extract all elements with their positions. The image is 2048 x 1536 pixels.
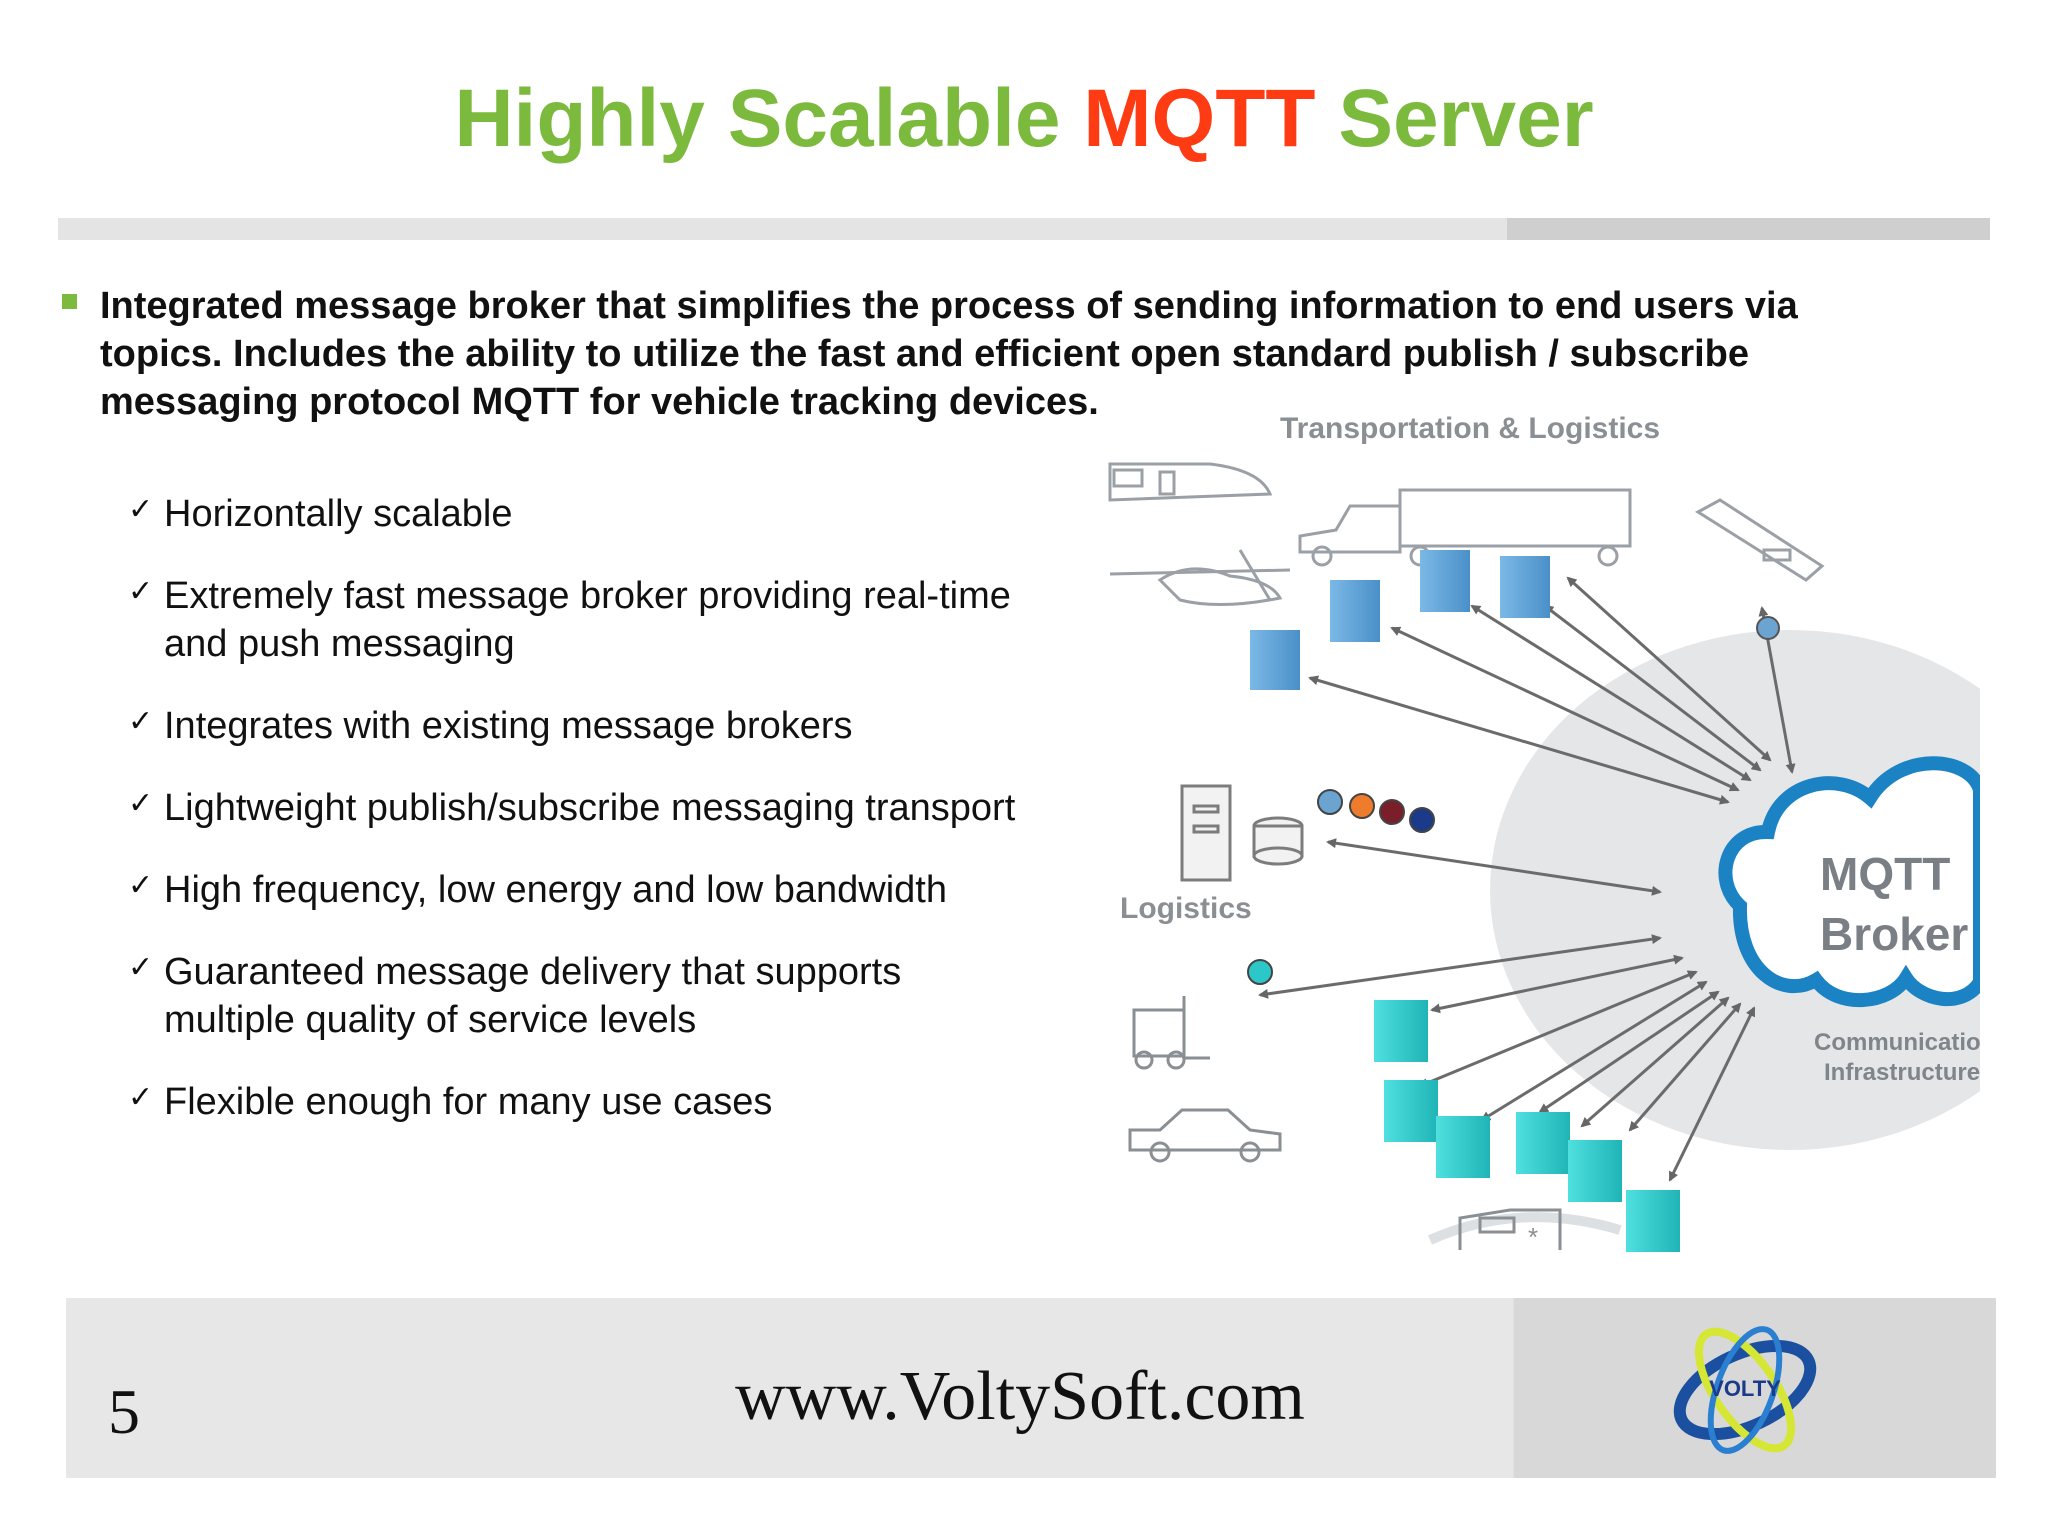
infrastructure-label-line1: Communication <box>1814 1029 1980 1056</box>
title-divider <box>58 218 1990 240</box>
feature-item: ✓Extremely fast message broker providing… <box>128 572 1028 668</box>
feature-item: ✓Guaranteed message delivery that suppor… <box>128 948 1028 1044</box>
blue-data-boxes <box>1250 550 1550 690</box>
train-icon <box>1108 462 1273 502</box>
intro-bullet: Integrated message broker that simplifie… <box>62 282 1922 426</box>
svg-text:*: * <box>1528 1222 1538 1252</box>
connection-arrows <box>1258 576 1796 1182</box>
checkmark-icon: ✓ <box>128 704 154 739</box>
helicopter-icon <box>1109 549 1291 607</box>
ambulance-icon: * <box>1458 1208 1562 1252</box>
checkmark-icon: ✓ <box>128 492 154 527</box>
checkmark-icon: ✓ <box>128 1080 154 1115</box>
status-dots <box>1317 789 1435 833</box>
checkmark-icon: ✓ <box>128 950 154 985</box>
intro-text: Integrated message broker that simplifie… <box>100 285 1798 423</box>
forklift-icon <box>1132 996 1210 1070</box>
bullet-square-icon <box>62 294 77 309</box>
slide-title: Highly Scalable MQTT Server <box>0 78 2048 160</box>
ground-curve <box>1427 1212 1622 1245</box>
page-number: 5 <box>108 1376 140 1447</box>
title-accent: MQTT <box>1083 73 1316 164</box>
feature-item: ✓High frequency, low energy and low band… <box>128 866 1028 914</box>
phone-icon <box>1695 498 1825 582</box>
title-part1: Highly Scalable <box>454 73 1084 164</box>
logo-text: VOLTY <box>1709 1376 1781 1401</box>
broker-title-line2: Broker <box>1820 908 1968 960</box>
label-transportation-logistics: Transportation & Logistics <box>1280 412 1660 445</box>
website-url: www.VoltySoft.com <box>735 1358 1305 1435</box>
volty-logo: VOLTY <box>1673 1326 1817 1454</box>
device-dot <box>1247 959 1273 985</box>
mqtt-architecture-diagram: Transportation & Logistics Logistics <box>1108 412 1980 1252</box>
device-dot <box>1756 616 1780 640</box>
feature-item: ✓Integrates with existing message broker… <box>128 702 1028 750</box>
label-logistics: Logistics <box>1120 892 1252 925</box>
checkmark-icon: ✓ <box>128 786 154 821</box>
teal-data-boxes <box>1374 1000 1680 1252</box>
infrastructure-label-line2: Infrastructure <box>1824 1059 1980 1086</box>
feature-list: ✓Horizontally scalable ✓Extremely fast m… <box>128 490 1028 1160</box>
broker-cloud: MQTT Broker <box>1718 756 1980 1008</box>
feature-item: ✓Horizontally scalable <box>128 490 1028 538</box>
feature-item: ✓Lightweight publish/subscribe messaging… <box>128 784 1028 832</box>
title-part2: Server <box>1315 73 1594 164</box>
car-icon <box>1128 1108 1282 1163</box>
checkmark-icon: ✓ <box>128 574 154 609</box>
broker-title-line1: MQTT <box>1820 848 1950 900</box>
server-icon <box>1180 784 1304 882</box>
footer-bar <box>66 1298 1996 1478</box>
checkmark-icon: ✓ <box>128 868 154 903</box>
feature-item: ✓Flexible enough for many use cases <box>128 1078 1028 1126</box>
